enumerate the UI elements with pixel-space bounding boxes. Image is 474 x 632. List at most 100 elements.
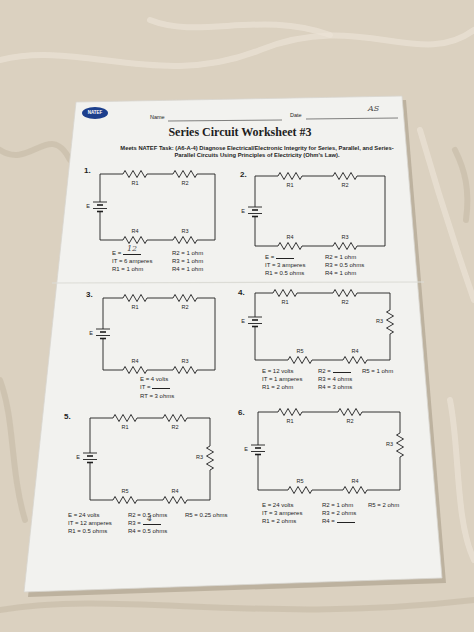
wire-gap [288, 485, 312, 495]
battery-plate [100, 331, 106, 333]
problem-number: 5. [64, 412, 71, 421]
circuit-wire [255, 176, 385, 246]
resistor-symbol [278, 409, 302, 416]
value-text: IT = 3 amperes [265, 262, 305, 269]
circuit-wire [90, 418, 210, 500]
wire [90, 463, 91, 466]
worksheet-title: Series Circuit Worksheet #3 [168, 126, 311, 140]
battery-plate [83, 459, 97, 460]
source-label: E [241, 208, 245, 214]
resistor-label: R3 [341, 234, 348, 240]
battery-plate [252, 319, 258, 321]
battery-plate [248, 323, 262, 324]
date-line [306, 118, 398, 119]
resistor-symbol [343, 357, 367, 364]
resistor-label: R1 [131, 304, 138, 310]
wire-gap [385, 310, 395, 334]
value-text: IT = 1 amperes [262, 376, 302, 383]
resistor-symbol [163, 415, 187, 422]
wire [100, 212, 101, 215]
wire-gap [278, 241, 302, 251]
value-text: R4 = [322, 518, 355, 525]
wire-gap [173, 365, 197, 375]
resistor-label: R2 [171, 424, 178, 430]
circuit-wire [103, 298, 215, 370]
resistor-symbol [338, 409, 362, 416]
value-text: Name [150, 114, 165, 120]
battery-plate [96, 335, 110, 336]
resistor-label: R5 [296, 348, 303, 354]
wire-gap [333, 288, 357, 298]
resistor-symbol [207, 446, 214, 470]
logo-text: NATEF [88, 110, 103, 115]
value-text: IT = [140, 384, 170, 391]
wire-gap [288, 355, 312, 365]
task-statement: Meets NATEF Task: (A6-A-4) Diagnose Elec… [112, 145, 402, 158]
wire [103, 327, 104, 329]
wire-gap [333, 171, 357, 181]
resistor-symbol [113, 415, 137, 422]
paper-sheet [24, 96, 442, 592]
problem-number: 6. [238, 408, 245, 417]
value-text: R2 = [318, 368, 351, 375]
resistor-symbol [123, 237, 147, 244]
resistor-label: R1 [131, 180, 138, 186]
value-text: IT = 6 amperes [112, 258, 152, 265]
wire-gap [173, 293, 197, 303]
wire-gap [205, 446, 215, 470]
wire-gap [113, 413, 137, 423]
source-label: E [89, 330, 93, 336]
resistor-label: R1 [286, 182, 293, 188]
resistor-symbol [333, 243, 357, 250]
resistor-symbol [173, 367, 197, 374]
wire-gap [173, 169, 197, 179]
resistor-symbol [123, 367, 147, 374]
resistor-label: R3 [196, 454, 203, 460]
value-text: R1 = 1 ohm [112, 266, 143, 273]
value-text: R3 = 4 ohms [318, 376, 352, 383]
wire [100, 200, 101, 202]
value-text: E = 24 volts [262, 502, 294, 509]
resistor-label: R3 [181, 228, 188, 234]
fabric-wrinkle [0, 30, 474, 66]
value-text: E = 12 volts [262, 368, 294, 375]
problem-number: 3. [86, 290, 93, 299]
wire-gap [247, 205, 263, 219]
resistor-symbol [397, 433, 404, 457]
resistor-symbol [173, 171, 197, 178]
resistor-label: R4 [351, 478, 358, 484]
problem-number: 1. [84, 166, 91, 175]
source-label: E [86, 203, 90, 209]
battery-plate [87, 455, 93, 457]
circuit-wire [255, 293, 390, 360]
battery-plate [255, 447, 261, 449]
resistor-label: R5 [121, 488, 128, 494]
handwritten-answer: 4 [147, 514, 152, 523]
value-text: R3 = [128, 520, 161, 527]
value-text: Date [290, 112, 302, 118]
resistor-label: R2 [181, 180, 188, 186]
battery-plate [251, 451, 265, 452]
wire-gap [113, 495, 137, 505]
resistor-label: R1 [281, 299, 288, 305]
circuit-wire [100, 174, 215, 240]
resistor-label: R2 [341, 182, 348, 188]
wire-gap [278, 407, 302, 417]
value-text: R5 = 0.25 ohms [185, 512, 228, 519]
value-text: R1 = 2 ohm [262, 384, 293, 391]
value-text: R2 = 1 ohm [325, 254, 356, 261]
value-text: R2 = 1 ohm [322, 502, 353, 509]
value-text: R1 = 2 ohms [262, 518, 296, 525]
resistor-symbol [333, 290, 357, 297]
resistor-label: R5 [296, 478, 303, 484]
resistor-symbol [343, 487, 367, 494]
handwritten-answer: AS [368, 104, 379, 113]
battery-plate [248, 213, 262, 214]
value-text: R4 = 3 ohms [318, 384, 352, 391]
resistor-label: R4 [286, 234, 293, 240]
value-text: E = 24 volts [68, 512, 100, 519]
resistor-symbol [113, 497, 137, 504]
resistor-symbol [278, 243, 302, 250]
resistor-label: R4 [131, 228, 138, 234]
